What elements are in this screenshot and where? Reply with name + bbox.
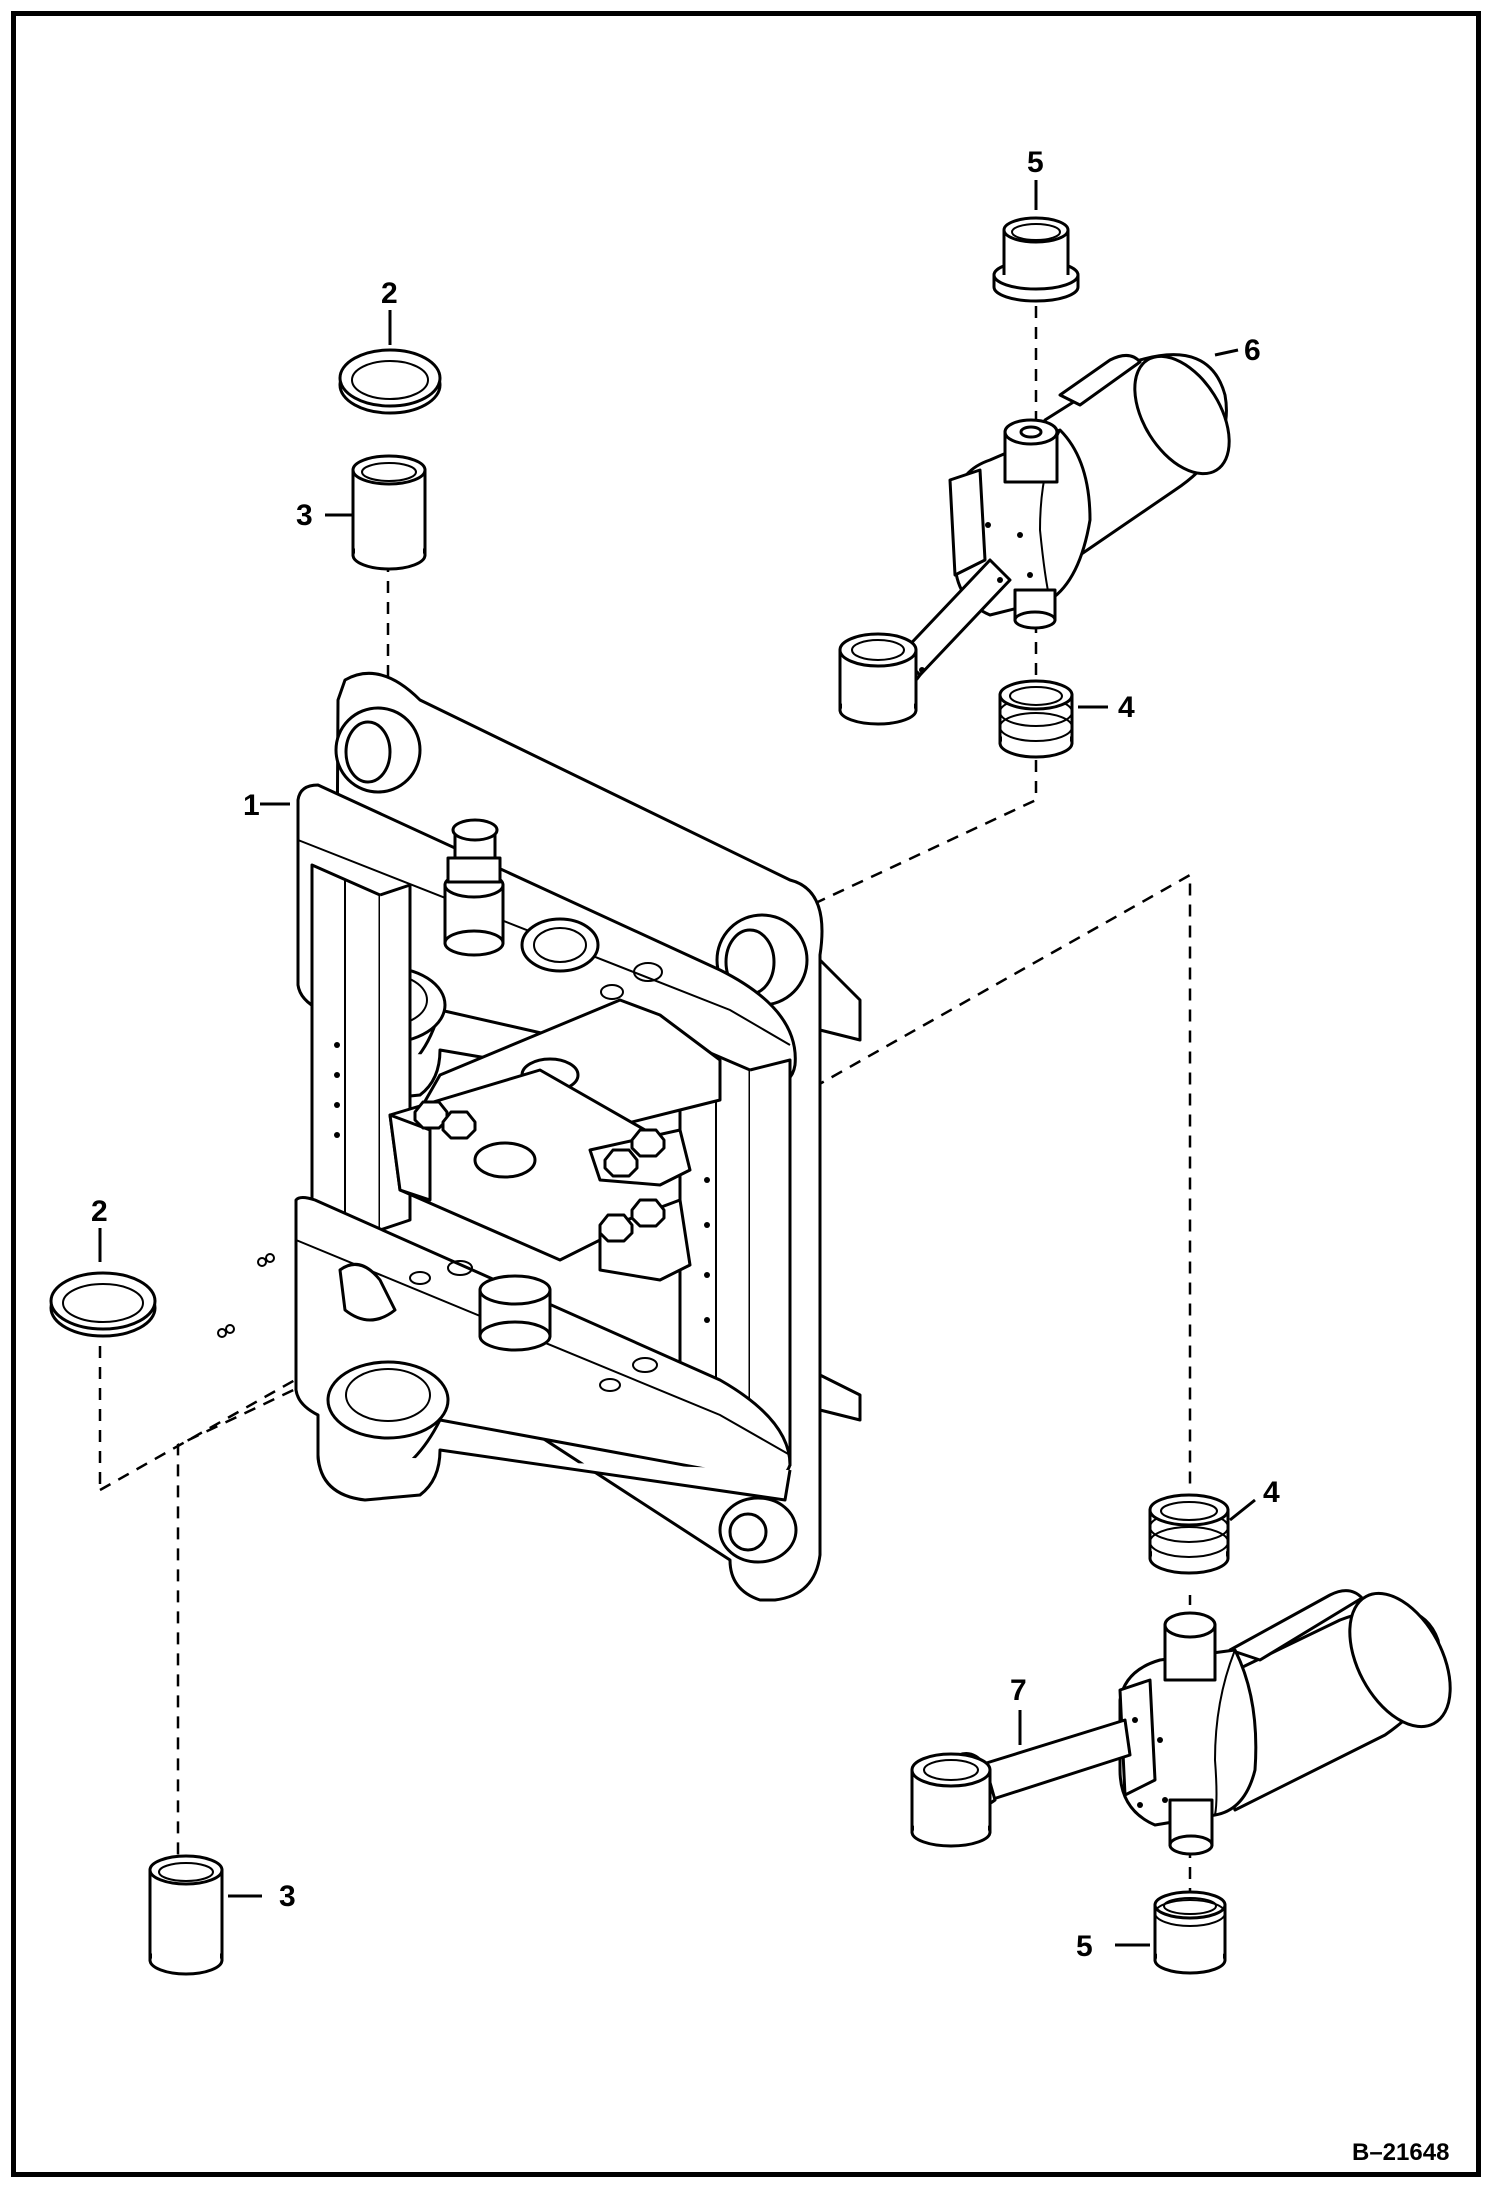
callout-3-top: 3: [296, 499, 313, 532]
callout-labels: 5 2 3 6 4 1 2 4 7 3 5: [91, 146, 1280, 1963]
callout-7: 7: [1010, 1674, 1027, 1707]
callout-3-bottom: 3: [279, 1880, 296, 1913]
callout-2-left: 2: [91, 1195, 108, 1228]
callout-5-bottom: 5: [1076, 1930, 1093, 1963]
flanged-bushing-part-5-top: [992, 216, 1080, 303]
frame-bolts: [413, 1100, 666, 1243]
swing-frame-part-1: [217, 671, 862, 1602]
post-holes: [334, 1042, 710, 1383]
swing-cylinder-part-7: [910, 1589, 1452, 1856]
callout-1: 1: [243, 789, 260, 822]
drawing-border: [11, 11, 1481, 2177]
seal-bushing-part-4-bottom: [1148, 1493, 1230, 1575]
callout-4-top: 4: [1118, 691, 1135, 724]
thrust-washer-part-2-top: [338, 348, 442, 415]
seal-bushing-part-4-top: [998, 679, 1074, 759]
figure-number: B–21648: [1352, 2139, 1449, 2166]
callout-6: 6: [1244, 334, 1261, 367]
thrust-washer-part-2-left: [49, 1271, 157, 1338]
bushing-part-3-top: [351, 454, 427, 571]
swing-cylinder-part-6: [838, 353, 1231, 726]
callout-2-top: 2: [381, 277, 398, 310]
callout-5-top: 5: [1027, 146, 1044, 179]
flanged-bushing-part-5-bottom: [1153, 1890, 1227, 1975]
callout-4-bottom: 4: [1263, 1476, 1280, 1509]
leader-lines: [98, 180, 1256, 1947]
bushing-part-3-bottom: [148, 1854, 224, 1976]
